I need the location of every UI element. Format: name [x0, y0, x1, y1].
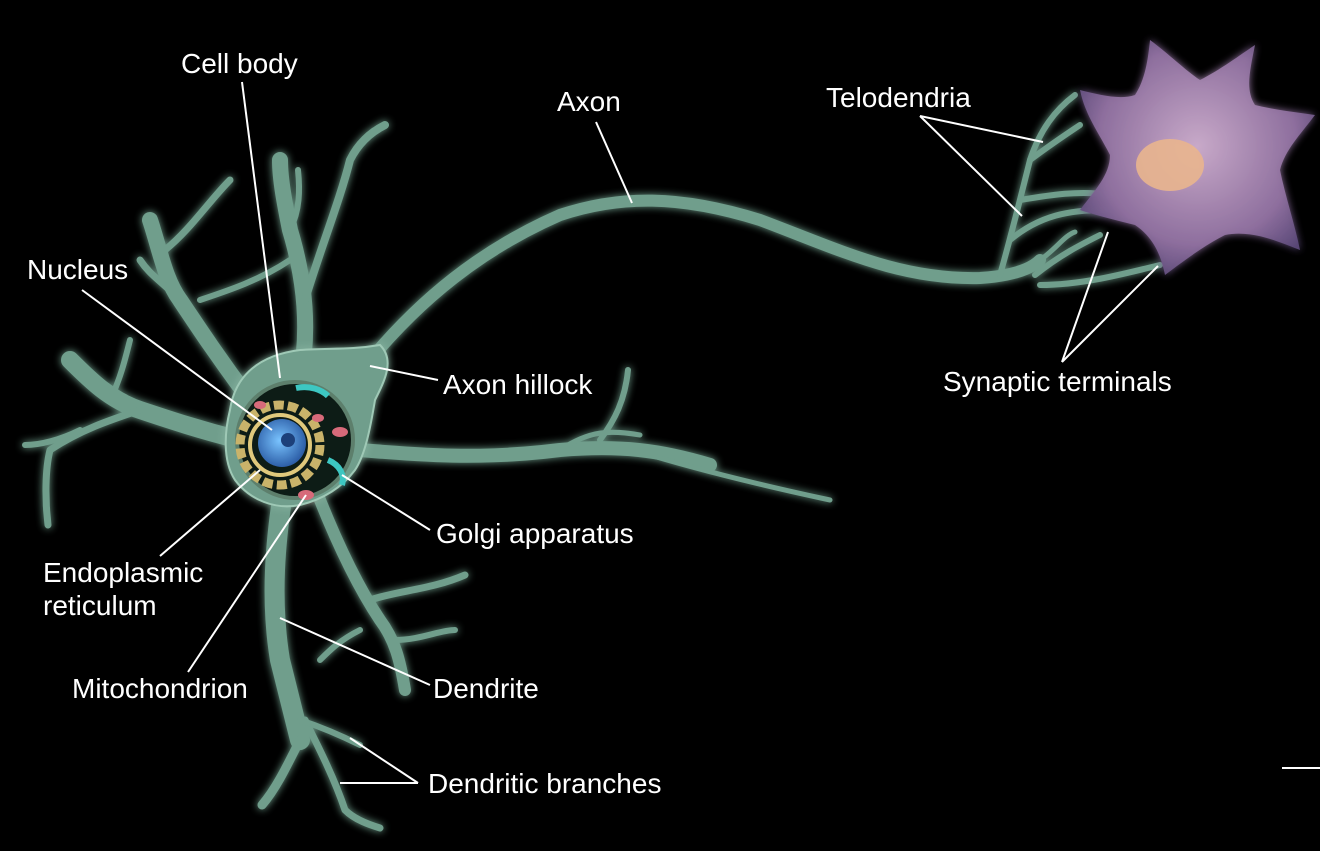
label-axon: Axon [557, 86, 621, 117]
label-endoplasmic-reticulum-1: Endoplasmic [43, 557, 203, 588]
golgi-apparatus [326, 457, 346, 486]
leader-synaptic-b [1061, 265, 1159, 363]
dendrite-branch [392, 627, 458, 643]
dendrite-branch [107, 337, 133, 403]
label-dendritic-branches: Dendritic branches [428, 768, 661, 799]
dendrite-lower-right [314, 494, 411, 696]
telodendria-branch [1037, 262, 1163, 288]
axon [364, 194, 1046, 366]
dendrite-branch [22, 427, 83, 448]
dendrite-branch [161, 176, 234, 254]
target-cell [1080, 40, 1315, 275]
dendrite-branch [136, 256, 184, 304]
label-mitochondrion: Mitochondrion [72, 673, 248, 704]
mitochondrion [254, 401, 266, 409]
leader-nucleus [81, 289, 273, 431]
dendrite-branch [366, 571, 469, 604]
leader-axon-hillock [369, 365, 439, 381]
golgi-apparatus-cisterna [295, 384, 331, 399]
leader-er [159, 469, 261, 557]
leader-synaptic-a [1061, 231, 1109, 363]
label-endoplasmic-reticulum-2: reticulum [43, 590, 157, 621]
dendrite-branch [317, 627, 363, 663]
leader-mitochondrion [187, 494, 307, 673]
leader-dendrite [279, 617, 431, 686]
leader-telodendria-b [919, 115, 1023, 217]
endoplasmic-reticulum [235, 400, 325, 490]
mitochondrion [312, 414, 324, 422]
labels: Cell body Axon Telodendria Nucleus Axon … [27, 48, 1172, 799]
label-synaptic-terminals: Synaptic terminals [943, 366, 1172, 397]
leader-dendritic-a [349, 737, 419, 784]
dendrite-branch [647, 452, 833, 503]
cell-body [224, 343, 389, 508]
label-telodendria: Telodendria [826, 82, 971, 113]
mitochondrion [332, 427, 348, 437]
leader-cell-body [241, 81, 281, 379]
leader-axon [595, 121, 633, 204]
dendrite-branch [42, 406, 144, 529]
dendrite-branch [197, 257, 293, 303]
target-cell-nucleus [1136, 139, 1204, 191]
endoplasmic-reticulum-inner [248, 413, 312, 477]
telodendria-branch [1037, 229, 1078, 263]
telodendria-branch [1032, 232, 1103, 278]
label-cell-body: Cell body [181, 48, 298, 79]
label-axon-hillock: Axon hillock [443, 369, 593, 400]
label-golgi-apparatus: Golgi apparatus [436, 518, 634, 549]
neuron [22, 92, 1163, 832]
nucleolus [281, 433, 295, 447]
dendrite-branch [301, 121, 389, 304]
dendrite-upper [272, 152, 314, 388]
dendrite-branch [557, 429, 643, 453]
dendrite-branch [257, 735, 305, 810]
leader-telodendria-a [919, 115, 1044, 143]
label-dendrite: Dendrite [433, 673, 539, 704]
leader-golgi [341, 474, 431, 531]
dendrite-lower [264, 470, 310, 750]
leader-lines [81, 81, 1320, 784]
label-nucleus: Nucleus [27, 254, 128, 285]
dendrite-branch [287, 167, 302, 233]
dendrite-branch [301, 716, 384, 832]
telodendria-branch [1027, 122, 1083, 163]
